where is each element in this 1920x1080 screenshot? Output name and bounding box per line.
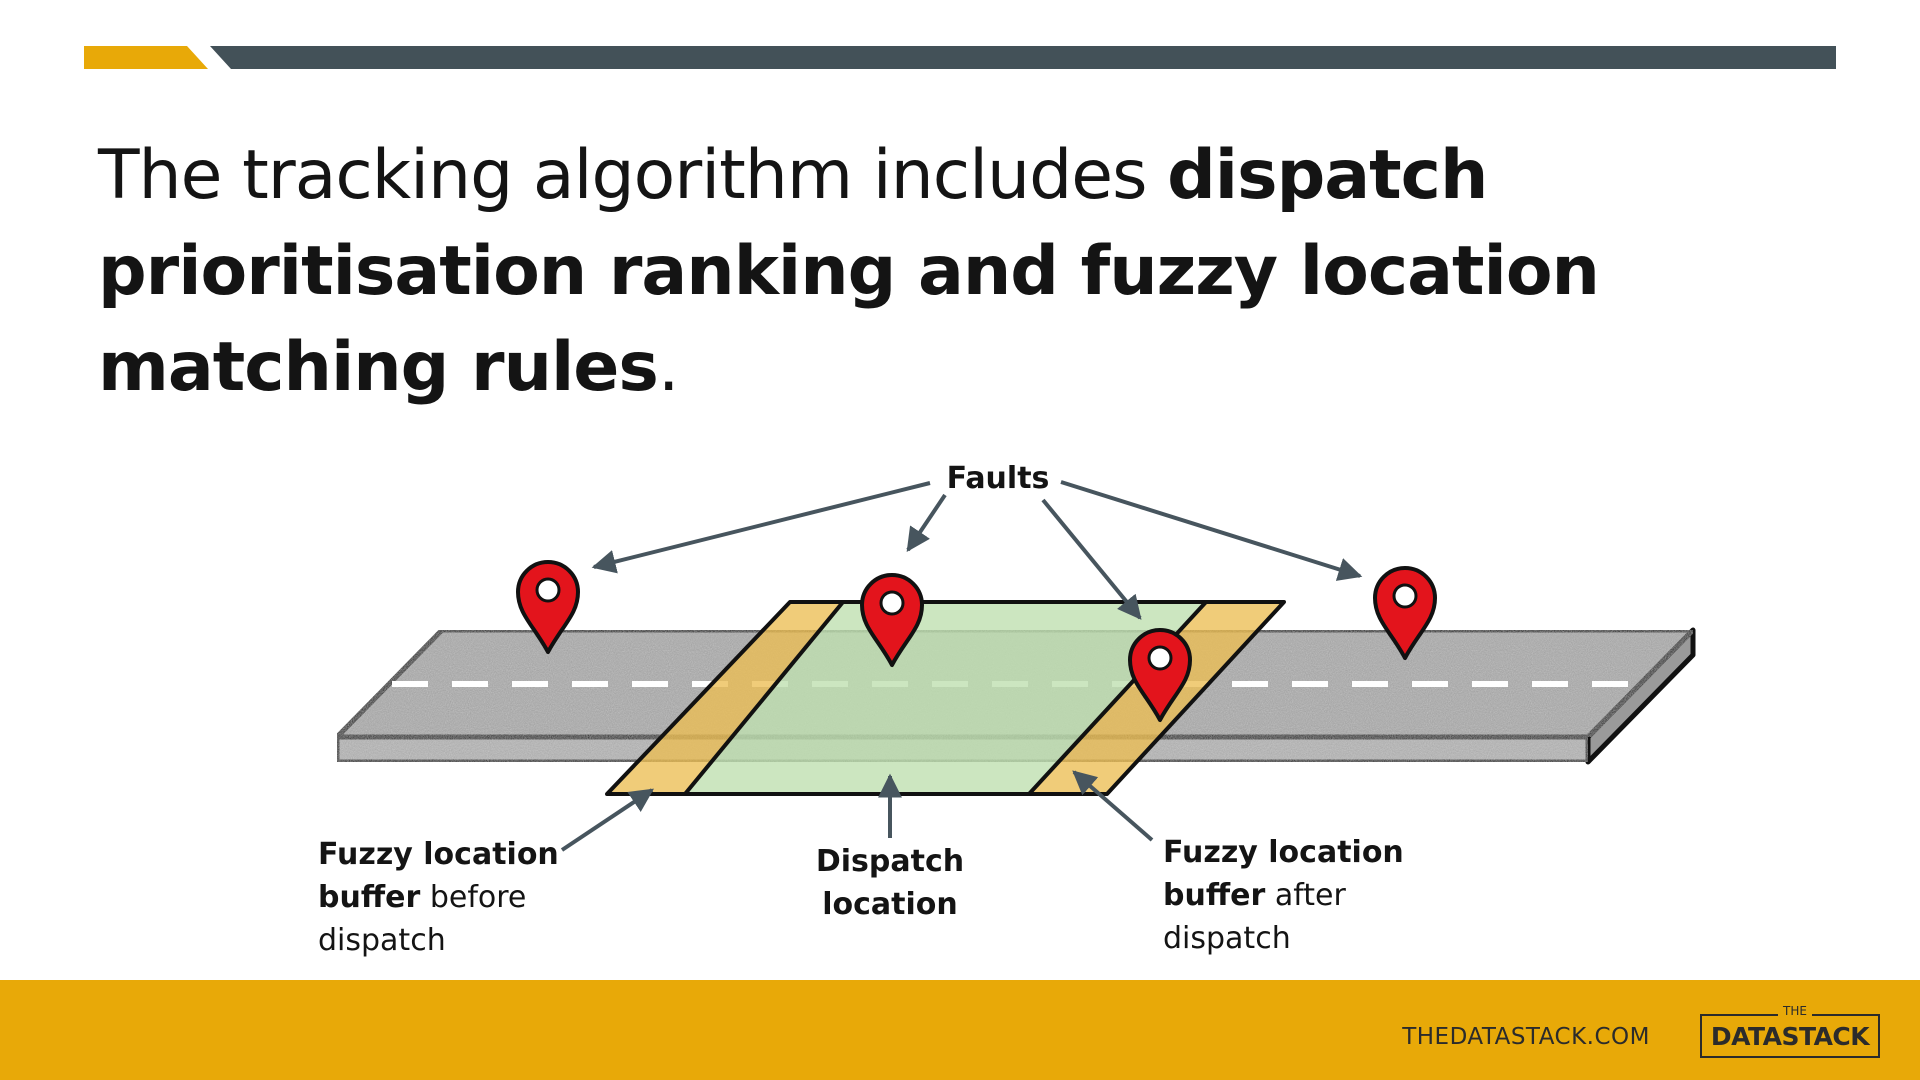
map-pin-icon [1373,566,1437,660]
footer-bar [0,980,1920,1080]
buffer-before-zone [607,602,843,794]
faults-arrow-center [906,493,947,552]
dispatch-label-line1: Dispatch [815,844,965,879]
buffer-before-divider [683,600,845,796]
headline-bold: dispatch prioritisation ranking and fuzz… [98,136,1600,407]
logo-top-text: THE [1778,1004,1812,1018]
map-pin-icon [516,560,580,654]
after-label-rest-2: after [1265,878,1346,913]
map-pin-icon [1128,628,1192,722]
logo-main-text: DATASTACK [1710,1022,1870,1051]
dispatch-label-line2: location [822,887,958,922]
after-label-bold-1: Fuzzy location [1163,835,1404,870]
buffer-before-label: Fuzzy location buffer before dispatch [318,833,598,962]
site-url: THEDATASTACK.COM [1402,1024,1650,1050]
after-label-bold-2: buffer [1163,878,1266,913]
datastack-logo: THE DATASTACK [1700,1004,1880,1058]
faults-label: Faults [946,461,1050,496]
dispatch-location-label: Dispatch location [780,840,1000,926]
road-diagram [334,480,1696,852]
faults-arrow-buffer [1041,498,1142,620]
headline: The tracking algorithm includes dispatch… [98,128,1818,416]
top-accent-bar [84,46,1836,69]
top-bar-dark-segment [210,46,1836,69]
faults-arrow-left [591,481,931,574]
after-buffer-arrow [1072,770,1154,842]
headline-end: . [657,328,680,407]
before-label-rest-3: dispatch [318,923,446,958]
arrows [560,480,1363,852]
before-buffer-arrow [560,788,654,852]
before-label-bold-1: Fuzzy location [318,837,559,872]
before-label-bold-2: buffer [318,880,421,915]
buffer-after-label: Fuzzy location buffer after dispatch [1163,831,1463,960]
map-pin-icon [860,573,924,667]
after-label-rest-3: dispatch [1163,921,1291,956]
headline-regular: The tracking algorithm includes [98,136,1168,215]
dispatch-location-zone [685,602,1206,794]
before-label-rest-2: before [420,880,527,915]
top-bar-yellow-segment [84,46,208,69]
faults-arrow-right [1060,480,1363,581]
